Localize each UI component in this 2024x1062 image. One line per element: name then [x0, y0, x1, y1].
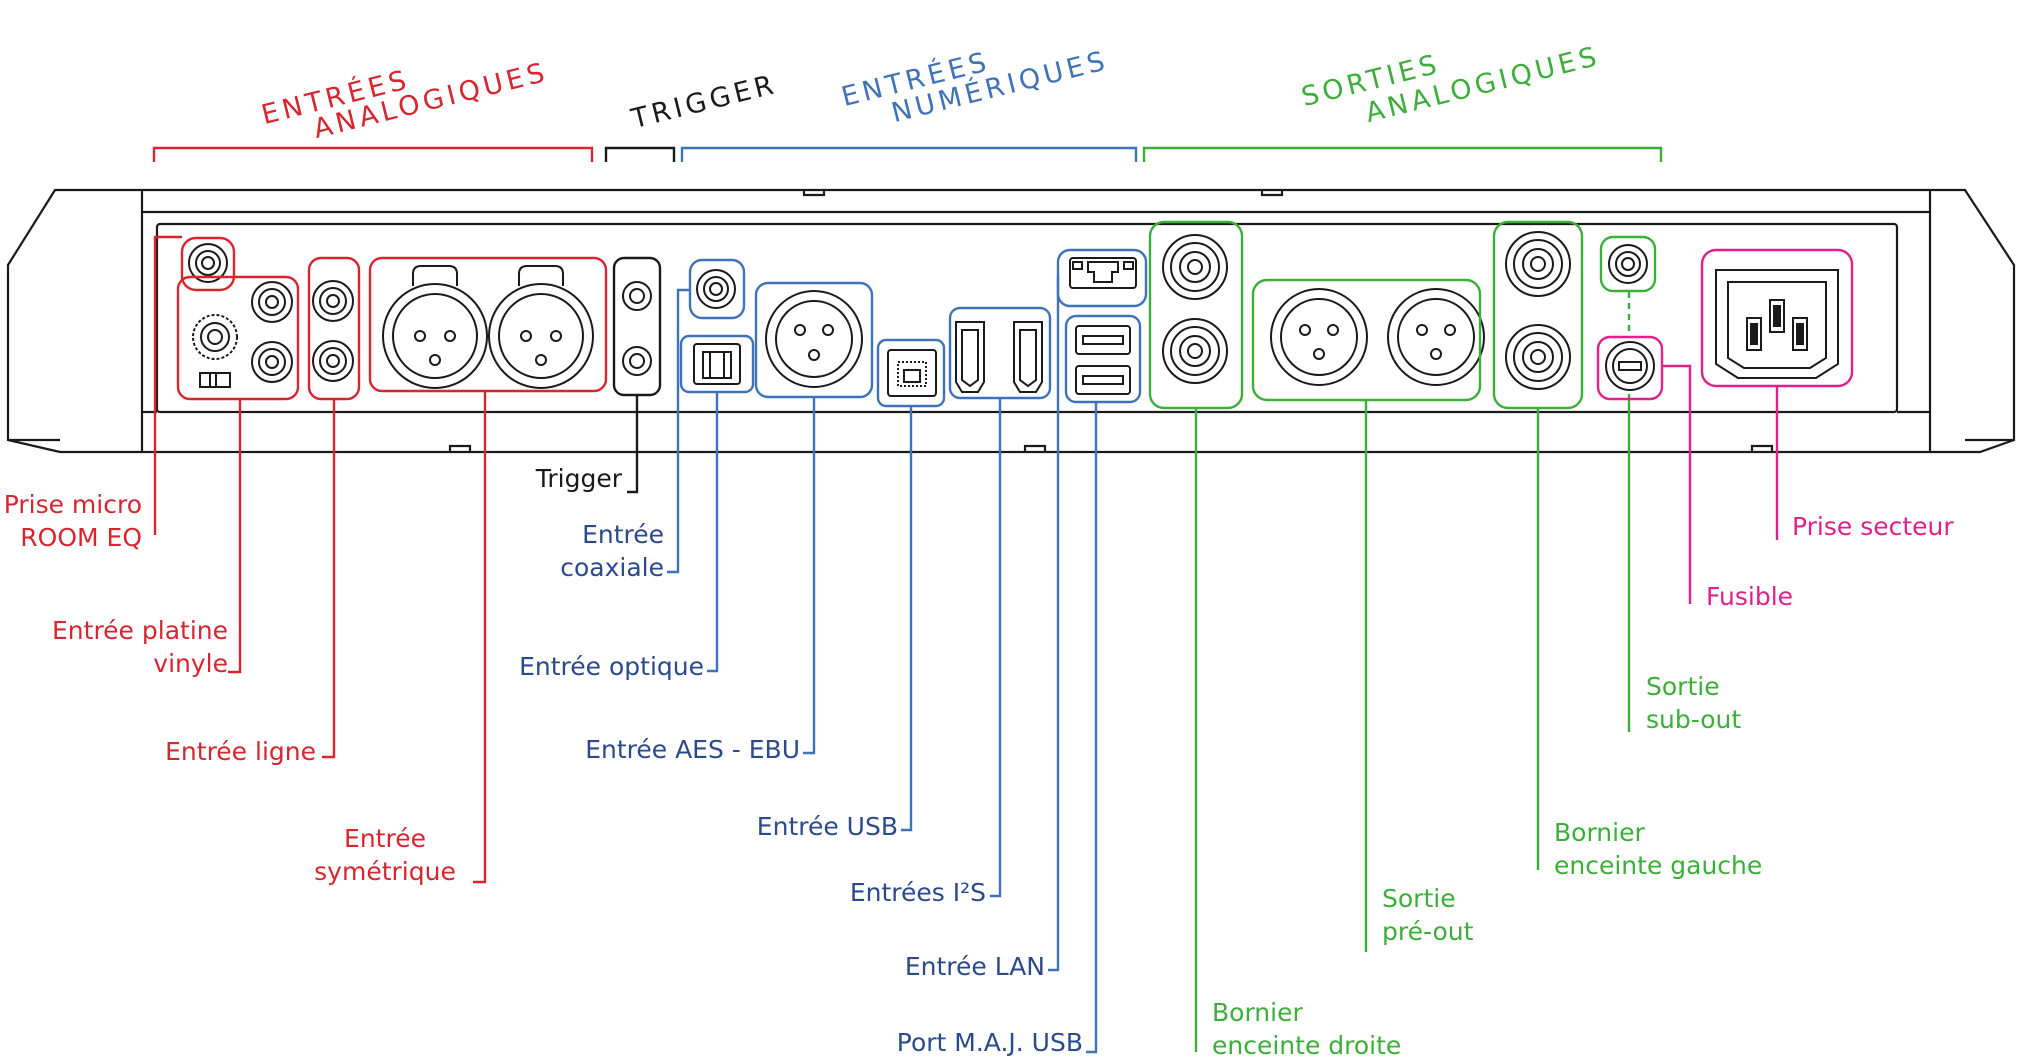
device-chassis	[6, 188, 2016, 454]
power-highlights	[1596, 248, 1854, 604]
label-usb-update: Port M.A.J. USB	[896, 1028, 1083, 1057]
analog-output-highlights	[1142, 146, 1663, 1052]
line-rca-icon	[312, 280, 354, 382]
analog-input-highlights	[152, 146, 608, 884]
connectors	[188, 231, 1839, 397]
label-trigger: Trigger	[535, 464, 622, 493]
binding-post-left-icon	[1505, 231, 1571, 390]
subout-rca-icon	[1608, 244, 1648, 284]
optical-port-icon	[693, 343, 741, 385]
preout-xlr-icon	[1270, 288, 1485, 386]
usb-a-icon	[1075, 325, 1131, 395]
trigger-highlights	[604, 146, 676, 494]
trigger-jack-icon	[622, 281, 652, 376]
aes-xlr-icon	[765, 290, 863, 388]
label-line: Entrée ligne	[165, 737, 316, 766]
label-usb: Entrée USB	[756, 812, 898, 841]
label-i2s: Entrées I²S	[849, 878, 986, 907]
label-lan: Entrée LAN	[904, 952, 1045, 981]
mains-socket-icon	[1715, 269, 1839, 379]
digital-input-highlights	[667, 146, 1148, 1054]
label-mic: Prise micro ROOM EQ	[3, 490, 142, 552]
coax-rca-icon	[696, 269, 736, 309]
xlr-input-icon	[382, 265, 594, 389]
label-coax: Entrée coaxiale	[560, 520, 664, 582]
label-balanced: Entrée symétrique	[314, 824, 456, 886]
ground-knob-icon	[192, 314, 238, 360]
usb-b-icon	[887, 349, 937, 397]
hdmi-i2s-icon	[955, 321, 1043, 393]
fuse-icon	[1605, 341, 1655, 391]
binding-post-right-icon	[1162, 234, 1228, 384]
label-fuse: Fusible	[1706, 582, 1794, 611]
label-mains: Prise secteur	[1792, 512, 1954, 541]
label-subout: Sortie sub-out	[1646, 672, 1742, 734]
label-phono: Entrée platine vinyle	[52, 616, 228, 678]
label-preout: Sortie pré-out	[1382, 884, 1474, 946]
label-aes: Entrée AES - EBU	[585, 735, 800, 764]
label-optical: Entrée optique	[519, 652, 704, 681]
label-right-speaker: Bornier enceinte droite	[1212, 998, 1402, 1060]
ethernet-port-icon	[1069, 257, 1137, 289]
label-left-speaker: Bornier enceinte gauche	[1554, 818, 1763, 880]
phono-rca-icon	[251, 281, 293, 383]
mic-jack-icon	[188, 243, 228, 283]
